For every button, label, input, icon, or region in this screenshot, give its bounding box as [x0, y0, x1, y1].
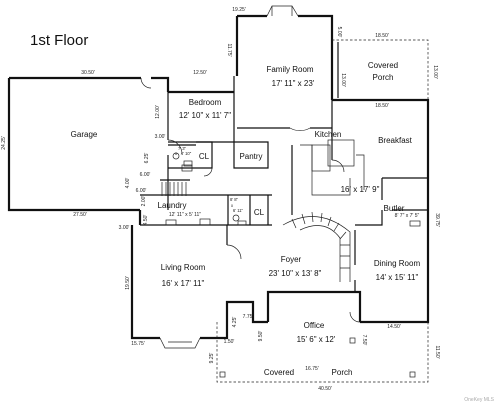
- dim-40-50: 40.50': [318, 386, 332, 392]
- bedroom-name: Bedroom: [189, 98, 222, 107]
- dim-2-00: 2.00': [141, 196, 147, 207]
- covered-porch-bottom-label-1: Covered: [264, 368, 294, 377]
- dining-room-name: Dining Room: [374, 259, 421, 268]
- dim-13-00-b: 13.00': [432, 65, 438, 79]
- dimension-labels: 19.25' 11.75' 5.00' 18.50' 30.50' 12.50'…: [1, 7, 440, 392]
- bathroom-fixtures: [165, 152, 421, 227]
- bath-2-dim-c: 6' 11": [233, 208, 244, 213]
- dim-7-75: 7.75': [243, 314, 254, 320]
- kitchen-size: 16' x 17' 9": [341, 185, 380, 194]
- dim-13-00-a: 13.00': [340, 73, 346, 87]
- living-room-size: 16' x 17' 11": [162, 279, 205, 288]
- dim-18-50-mid: 18.50': [375, 103, 389, 109]
- laundry-name: Laundry: [158, 201, 187, 210]
- dim-11-75: 11.75': [226, 43, 232, 56]
- curved-staircase: [282, 211, 351, 282]
- bath-2-dim-b: x: [231, 203, 234, 208]
- dim-16-75: 16.75': [305, 366, 319, 372]
- dim-11-50: 11.50': [434, 345, 440, 358]
- dim-18-50-top: 18.50': [375, 33, 389, 39]
- floor-title: 1st Floor: [30, 32, 88, 49]
- covered-porch-top-label-1: Covered: [368, 61, 398, 70]
- laundry-size: 12' 11" x 5' 11": [169, 212, 201, 218]
- dim-3-00-b: 3.00': [119, 225, 130, 231]
- kitchen-name: Kitchen: [315, 130, 342, 139]
- covered-porch-top-label-2: Porch: [373, 73, 394, 82]
- dim-9-50: 9.50': [258, 331, 264, 342]
- living-room-name: Living Room: [161, 263, 206, 272]
- dim-6-25: 6.25': [144, 153, 150, 164]
- covered-porch-top-outline: [332, 39, 429, 100]
- butler-size: 8' 7" x 7' 5": [395, 213, 420, 219]
- dim-4-25: 4.25': [232, 317, 238, 328]
- dim-12-00: 12.00': [155, 105, 161, 119]
- butler-name: Butler: [384, 204, 405, 213]
- dim-24-25: 24.25': [1, 136, 7, 150]
- office-size: 15' 6" x 12': [297, 335, 336, 344]
- dim-19-25: 19.25': [232, 7, 246, 13]
- closet-label-1: CL: [199, 152, 210, 161]
- dim-7-50: 7.50': [361, 335, 367, 346]
- covered-porch-bottom-outline: [216, 322, 429, 383]
- dim-1-50: 1.50': [224, 339, 235, 345]
- bath-1-dim-c: 4' 10": [181, 151, 192, 156]
- dim-5-00: 5.00': [336, 27, 342, 38]
- dim-30-50: 30.50': [81, 70, 95, 76]
- porch-columns: [219, 337, 416, 378]
- dim-27-50: 27.50': [73, 212, 87, 218]
- chimney: [266, 5, 299, 17]
- dim-15-75: 15.75': [131, 341, 145, 347]
- dim-6-00-b: 6.00': [136, 188, 147, 194]
- dim-19-50: 19.50': [125, 276, 131, 290]
- foyer-size: 23' 10" x 13' 8": [269, 269, 322, 278]
- kitchen-fixtures: [300, 139, 365, 196]
- dim-9-25: 9.25': [209, 353, 215, 364]
- dim-4-50: 4.50': [143, 215, 149, 226]
- bath-1-dim-a: 7' 3": [178, 146, 187, 151]
- closet-label-2: CL: [254, 208, 265, 217]
- dim-6-00-a: 6.00': [140, 172, 151, 178]
- dining-room-size: 14' x 15' 11": [376, 273, 419, 282]
- fireplace: [159, 337, 201, 349]
- dim-3-00-a: 3.00': [155, 134, 166, 140]
- mls-watermark: OneKey MLS: [464, 397, 494, 403]
- bedroom-size: 12' 10" x 11' 7": [179, 111, 231, 120]
- office-name: Office: [304, 321, 325, 330]
- bath-2-dim-a: 8' 8": [230, 197, 239, 202]
- family-room-name: Family Room: [266, 65, 313, 74]
- family-room-size: 17' 11" x 23': [272, 79, 315, 88]
- dim-14-50: 14.50': [387, 324, 401, 330]
- garage-name: Garage: [71, 130, 98, 139]
- foyer-name: Foyer: [281, 255, 302, 264]
- door-swings: [140, 77, 361, 323]
- covered-porch-bottom-label-2: Porch: [332, 368, 353, 377]
- exterior-walls: [7, 14, 430, 340]
- dim-12-50: 12.50': [193, 70, 207, 76]
- pantry-name: Pantry: [239, 152, 262, 161]
- service-stairs: [161, 182, 187, 196]
- breakfast-name: Breakfast: [378, 136, 413, 145]
- dim-4-00: 4.00': [125, 178, 131, 189]
- dim-39-75: 39.75': [434, 213, 440, 227]
- bath-1-dim-b: x: [175, 151, 178, 156]
